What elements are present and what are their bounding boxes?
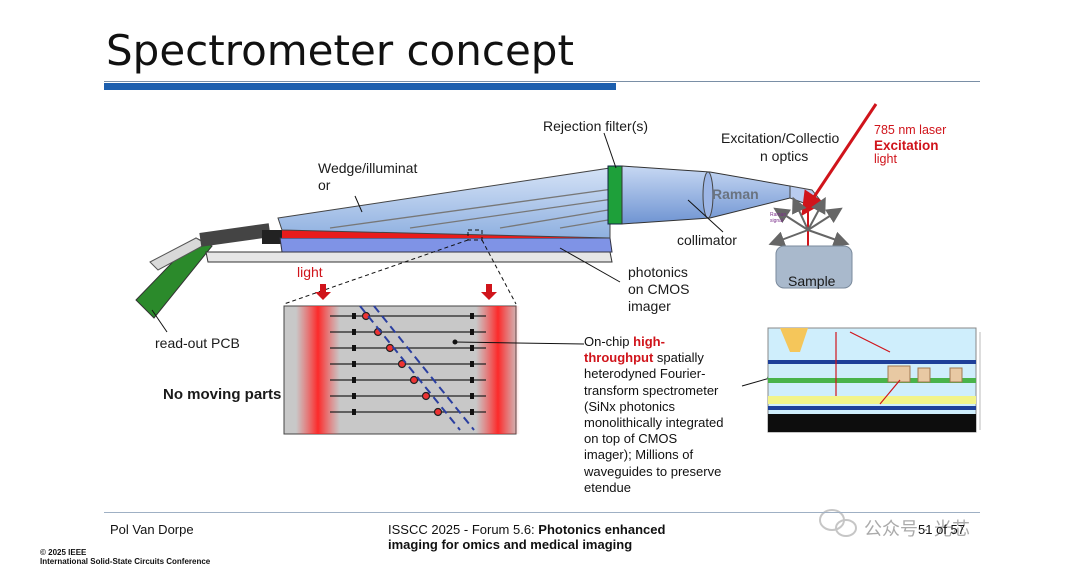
laser-beam [801,103,878,216]
waveguide-pad [352,313,356,319]
wedge-light-rays [329,187,706,229]
zoom-lines [283,229,517,305]
waveguide-detector [397,359,407,369]
label-readout-pcb: read-out PCB [155,335,240,351]
label-no-moving-parts: No moving parts [163,386,282,403]
label-photonics-3: imager [628,298,671,314]
desc-line8: imager); Millions of [584,447,694,463]
desc-line10: etendue [584,479,631,495]
waveguide-detector [385,343,395,353]
label-wedge-2: or [318,177,331,193]
footer-event-bold-2: imaging for omics and medical imaging [388,537,633,552]
label-rejection-filter: Rejection filter(s) [543,118,649,134]
footer-event-pre: ISSCC 2025 - Forum 5.6: [388,522,539,537]
wechat-logo [819,509,857,537]
rejection-filter [607,165,623,225]
footer-divider [104,512,980,513]
label-photonics-1: photonics [628,264,688,280]
title-divider [104,81,980,82]
desc-line1-bold: high- [633,334,665,349]
title-accent-bar [104,83,616,90]
waveguide-pad [470,329,474,335]
label-laser-1: 785 nm laser [874,123,947,137]
label-sample: Sample [788,273,836,289]
label-excitation-optics-2: n optics [760,148,809,164]
waveguide-detector [409,375,419,385]
waveguide-pad [352,361,356,367]
desc-line9: waveguides to preserve [584,463,722,479]
scatter-arrows [768,196,850,247]
light-arrows [315,284,497,300]
cross-section-inset [767,327,981,433]
desc-line6: monolithically integrated [584,415,724,431]
footer-watermark: 公众号 · 光芯 [864,519,970,539]
waveguide-pad [470,393,474,399]
waveguide-detector [433,407,443,417]
label-laser-2: Excitation [874,138,939,153]
footer-author: Pol Van Dorpe [110,522,194,537]
desc-line7: on top of CMOS [584,431,678,447]
waveguide-pad [352,345,356,351]
readout-pcb [135,223,282,319]
waveguide-pad [352,393,356,399]
waveguide-detector [361,311,371,321]
label-wedge-1: Wedge/illuminat [318,160,418,176]
waveguide-pad [352,409,356,415]
desc-line2-post: spatially [653,350,704,366]
waveguide-pad [470,345,474,351]
waveguide-pad [352,329,356,335]
waveguide-pad [352,377,356,383]
waveguide-pad [470,409,474,415]
label-raman-signal: Raman signal [770,212,787,224]
label-laser-3: light [874,152,897,166]
desc-line1-pre: On-chip [584,334,634,349]
label-light: light [297,264,323,280]
label-excitation-optics-1: Excitation/Collectio [721,130,840,146]
wedge-illuminator [277,167,611,239]
footer-event: ISSCC 2025 - Forum 5.6: Photonics enhanc… [388,522,665,537]
label-photonics-2: on CMOS [628,281,690,297]
desc-line5: (SiNx photonics [584,398,676,414]
copyright-line1: © 2025 IEEE [40,548,87,557]
label-collimator: collimator [677,232,737,248]
sample-box [775,245,853,289]
desc-line2-bold: throughput [584,350,654,366]
waveguide-zoom-panel [283,305,520,435]
slide-title: Spectrometer concept [106,26,574,75]
desc-line4: transform spectrometer [584,382,719,398]
description-block: On-chip high- throughput spatially heter… [584,334,723,496]
label-raman: Raman [712,186,759,202]
waveguide-pad [470,313,474,319]
waveguide-pad [470,377,474,383]
photonics-layer [279,237,613,253]
waveguide-pad [470,361,474,367]
desc-line3: heterodyned Fourier- [584,366,706,382]
copyright-line2: International Solid-State Circuits Confe… [40,557,211,566]
cmos-substrate [205,251,613,263]
footer-page-number: 51 of 57 [918,522,965,537]
footer-event-bold-1: Photonics enhanced [538,522,666,537]
waveguide-detector [421,391,431,401]
